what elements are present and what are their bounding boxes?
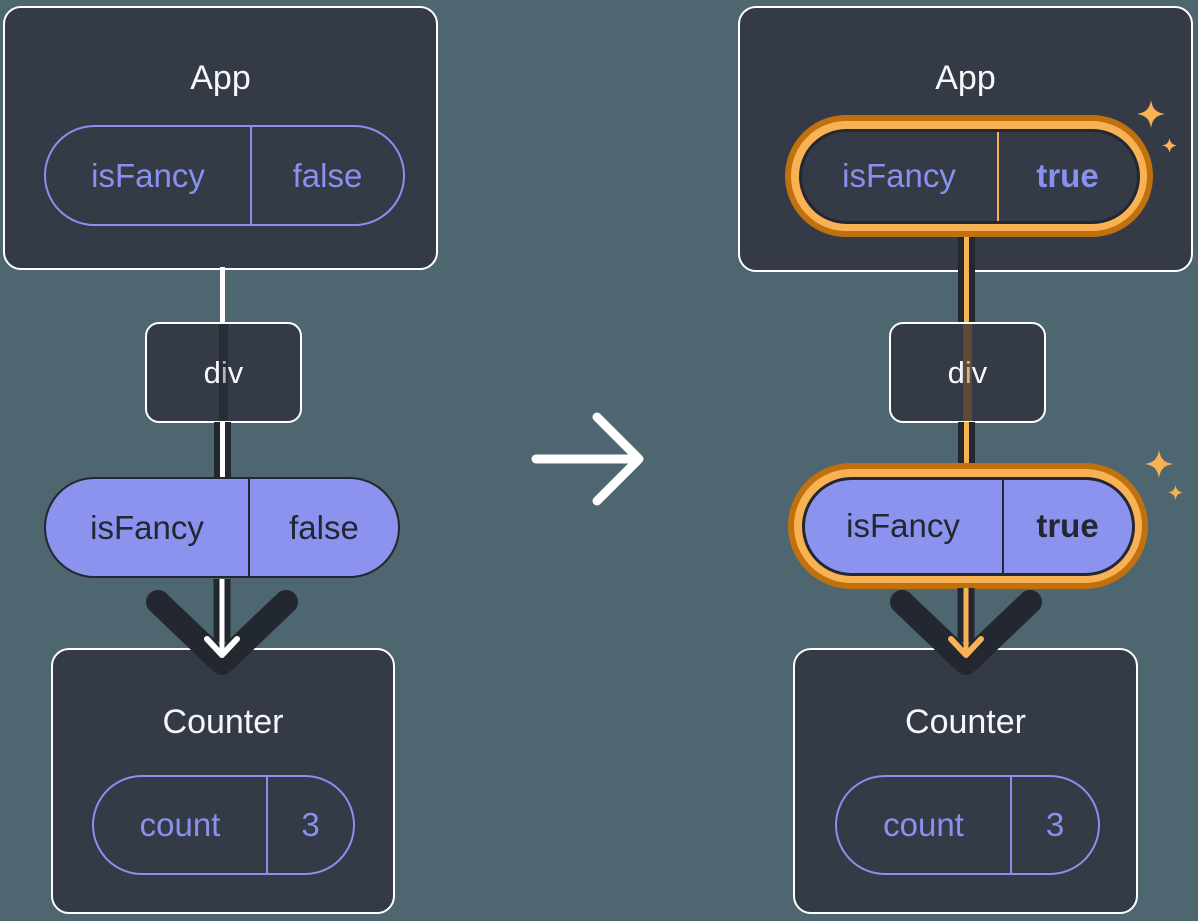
arrow-down-icon	[146, 579, 298, 675]
counter-component-box-before: Counter count 3	[51, 648, 395, 914]
prop-name: isFancy	[91, 156, 205, 194]
prop-value: true	[1001, 479, 1132, 573]
counter-title: Counter	[162, 703, 284, 741]
div-node-box-after: div	[889, 322, 1046, 423]
arrow-down-icon	[890, 588, 1042, 675]
state-value: 3	[1010, 777, 1098, 873]
prop-name: isFancy	[90, 508, 204, 546]
state-name: count	[883, 806, 964, 843]
state-name: count	[139, 806, 221, 843]
passed-prop-pill-before: isFancy false	[44, 477, 400, 578]
prop-value: false	[250, 127, 403, 224]
counter-state-pill: count 3	[835, 775, 1100, 875]
sparkles-icon	[1137, 100, 1177, 153]
counter-state-pill: count 3	[92, 775, 355, 875]
app-component-box-before: App isFancy false	[3, 6, 438, 270]
counter-title: Counter	[905, 703, 1026, 741]
app-title: App	[190, 59, 251, 97]
app-prop-pill: isFancy true	[798, 128, 1140, 224]
div-to-pill-shaft	[958, 422, 975, 470]
div-to-pill-shaft	[213, 422, 231, 479]
div-label: div	[947, 354, 988, 390]
pass-through-strip	[219, 324, 228, 421]
state-value: 3	[266, 777, 353, 873]
app-to-div-wire	[220, 267, 225, 324]
shaft-core	[219, 422, 225, 479]
div-node-box-before: div	[145, 322, 302, 423]
app-prop-pill: isFancy false	[44, 125, 405, 226]
shaft-core	[964, 422, 969, 470]
highlight-ring: isFancy true	[788, 463, 1148, 589]
app-title: App	[935, 59, 996, 97]
prop-name: isFancy	[842, 157, 956, 194]
passed-prop-pill-after: isFancy true	[801, 476, 1135, 576]
highlight-ring: isFancy true	[785, 115, 1153, 237]
counter-component-box-after: Counter count 3	[793, 648, 1138, 914]
prop-value: true	[996, 131, 1137, 221]
app-to-div-shaft	[958, 232, 975, 324]
pass-through-strip	[963, 324, 972, 421]
div-label: div	[203, 354, 244, 390]
sparkles-icon	[1145, 450, 1183, 500]
arrow-right-icon	[531, 412, 644, 506]
prop-name: isFancy	[846, 507, 960, 544]
shaft-core	[964, 232, 969, 324]
prop-value: false	[248, 479, 398, 576]
